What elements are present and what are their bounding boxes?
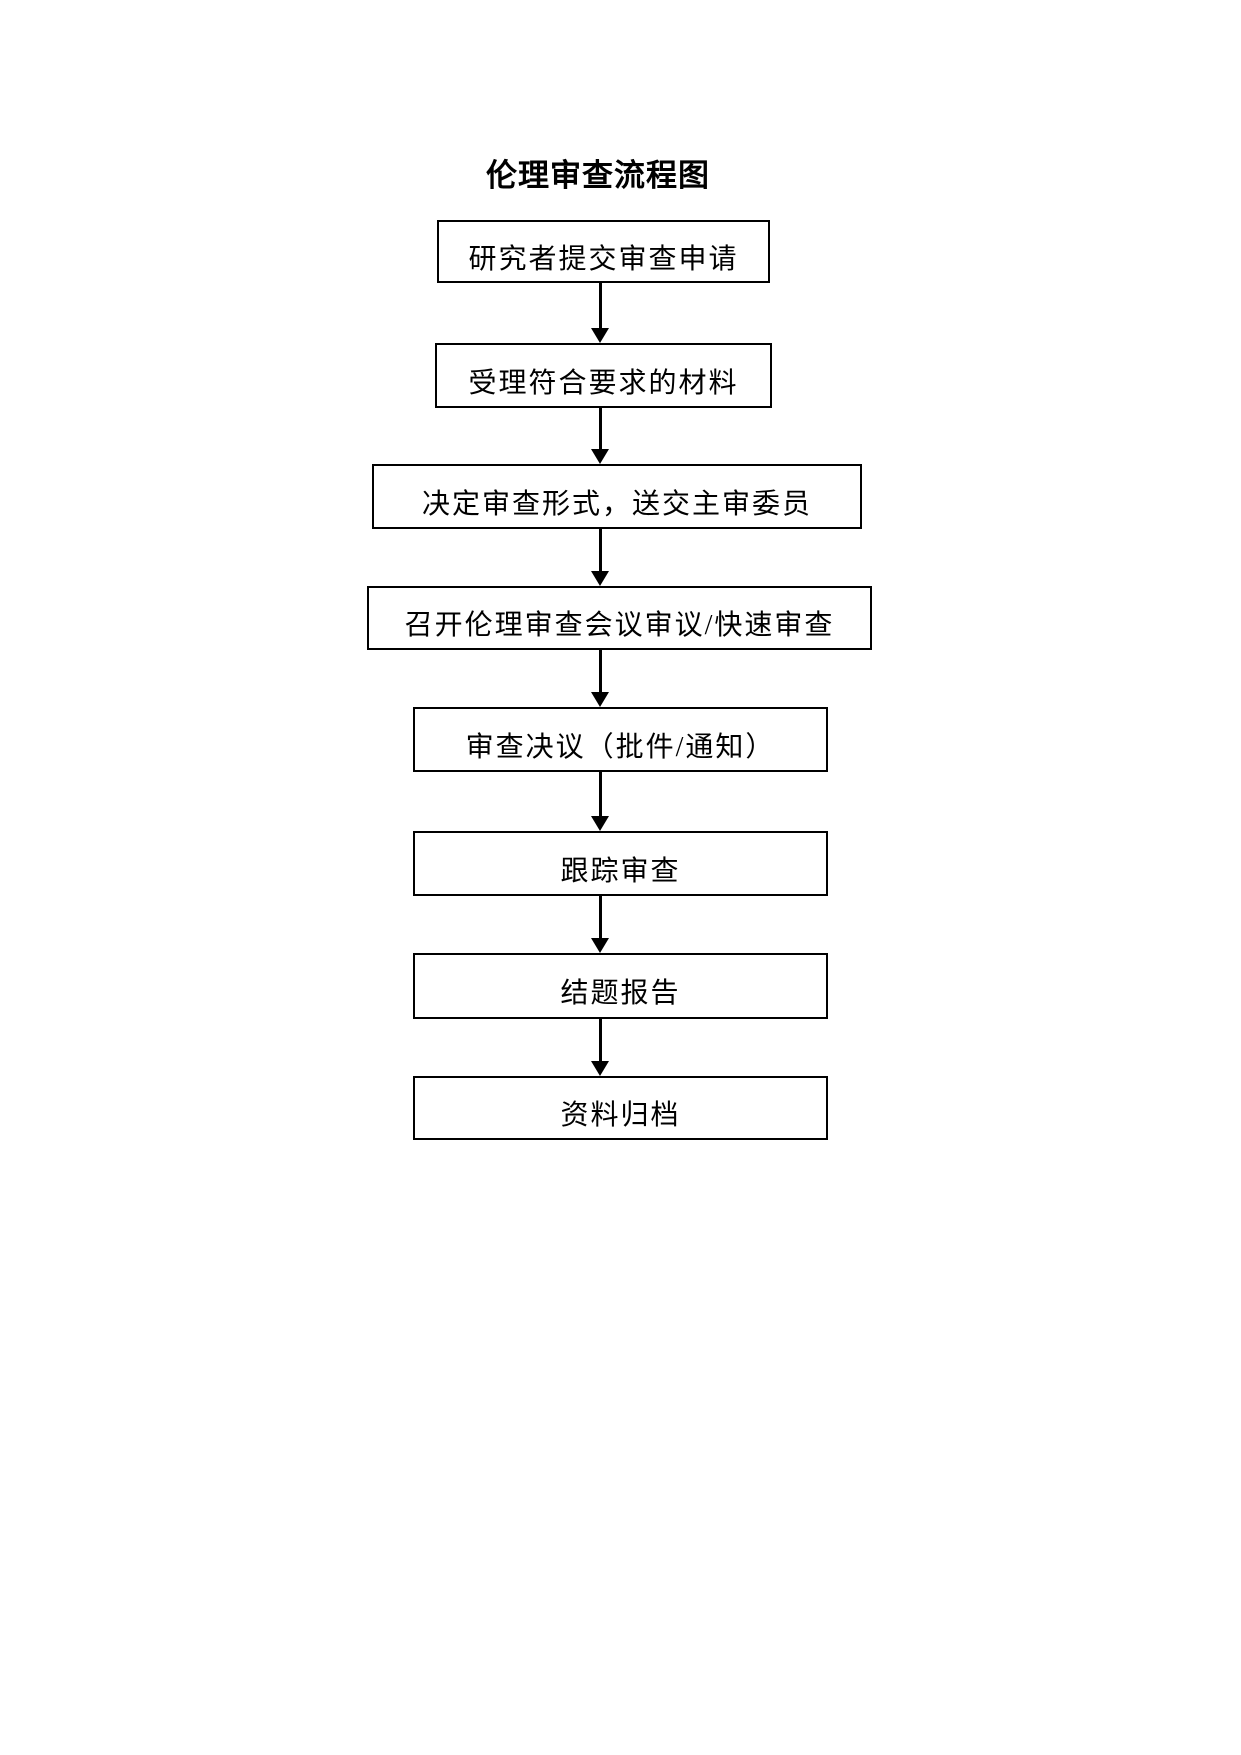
arrow-shaft	[598, 529, 602, 571]
flow-step-box-3: 决定审查形式，送交主审委员	[372, 464, 862, 529]
arrow-head-icon	[591, 328, 609, 343]
flow-arrow-3	[591, 529, 609, 586]
flow-arrow-5	[591, 772, 609, 831]
flow-step-box-6: 跟踪审查	[413, 831, 828, 896]
flow-arrow-1	[591, 283, 609, 343]
arrow-head-icon	[591, 1061, 609, 1076]
arrow-shaft	[598, 408, 602, 449]
flowchart-title: 伦理审查流程图	[486, 158, 710, 193]
flow-step-box-1: 研究者提交审查申请	[437, 220, 770, 283]
flow-arrow-2	[591, 408, 609, 464]
flow-arrow-4	[591, 650, 609, 707]
arrow-shaft	[598, 283, 602, 328]
flow-step-box-5: 审查决议（批件/通知）	[413, 707, 828, 772]
flow-step-box-7: 结题报告	[413, 953, 828, 1019]
arrow-head-icon	[591, 816, 609, 831]
arrow-head-icon	[591, 449, 609, 464]
arrow-head-icon	[591, 692, 609, 707]
flow-arrow-6	[591, 896, 609, 953]
arrow-shaft	[598, 772, 602, 816]
arrow-shaft	[598, 1019, 602, 1061]
arrow-head-icon	[591, 571, 609, 586]
arrow-shaft	[598, 896, 602, 938]
flow-step-box-4: 召开伦理审查会议审议/快速审查	[367, 586, 872, 650]
flow-step-box-2: 受理符合要求的材料	[435, 343, 772, 408]
arrow-head-icon	[591, 938, 609, 953]
flow-arrow-7	[591, 1019, 609, 1076]
arrow-shaft	[598, 650, 602, 692]
flow-step-box-8: 资料归档	[413, 1076, 828, 1140]
